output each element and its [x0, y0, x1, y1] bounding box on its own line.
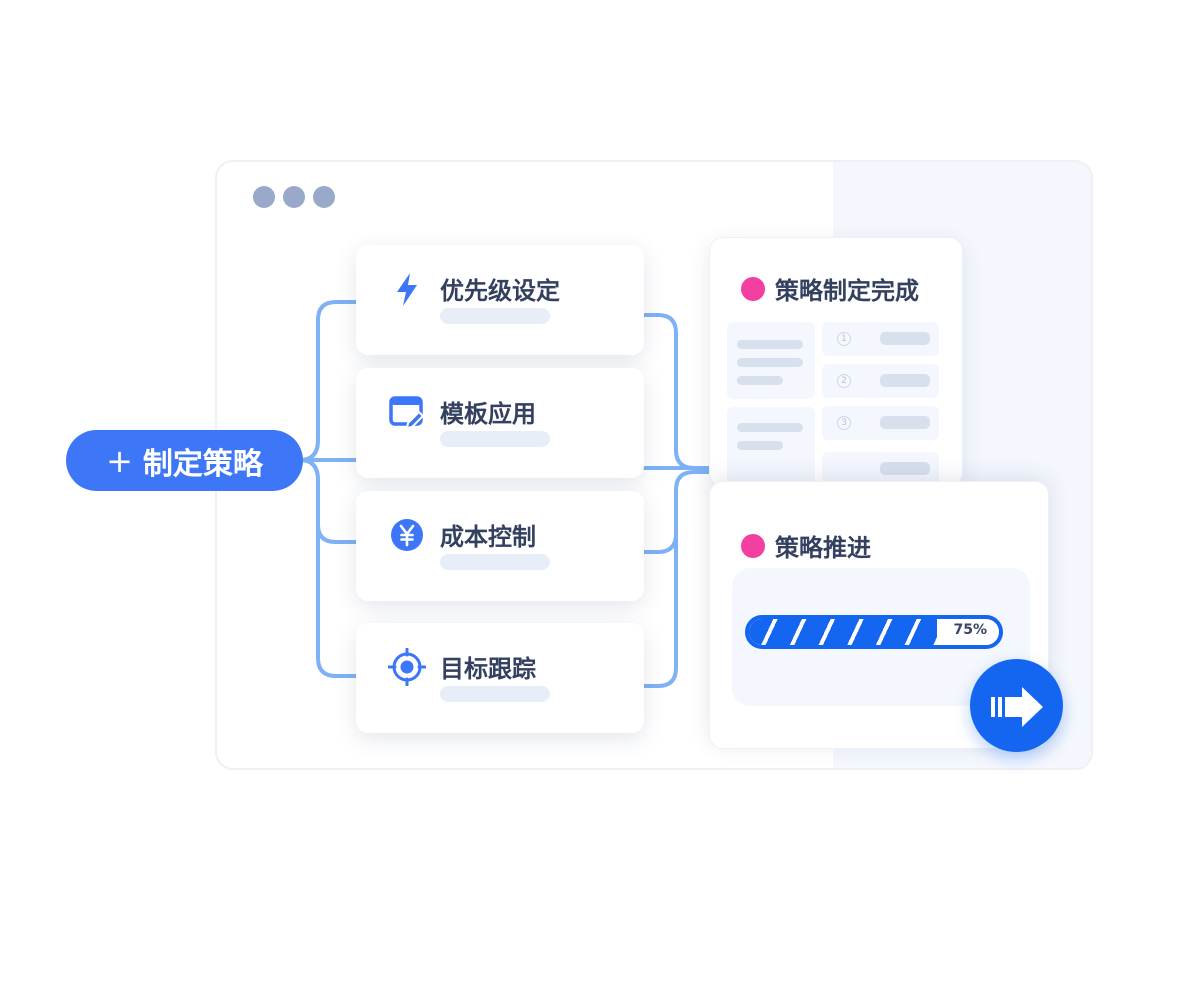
connector-left-lower	[298, 458, 364, 544]
connector-left-bottom	[316, 523, 364, 678]
create-strategy-label: 制定策略	[142, 446, 263, 482]
step-item: 3	[822, 406, 939, 440]
completed-panel-title: 策略制定完成	[775, 277, 919, 305]
placeholder-bar	[440, 431, 550, 447]
card-template-apply[interactable]: 模板应用	[356, 368, 644, 478]
connector-right-lower	[638, 470, 714, 554]
card-priority-setting[interactable]: 优先级设定	[356, 245, 644, 355]
progress-bar: 75%	[745, 615, 1003, 649]
connector-left-top	[298, 300, 364, 462]
window-controls	[253, 186, 335, 208]
status-dot-icon	[741, 533, 765, 558]
step-item: 2	[822, 364, 939, 398]
placeholder-bar	[440, 686, 550, 702]
outline-block	[727, 407, 815, 487]
window-dot-icon[interactable]	[253, 186, 275, 208]
step-number: 3	[837, 416, 851, 430]
completed-panel-header: 策略制定完成	[741, 271, 919, 306]
progress-label: 75%	[953, 622, 987, 638]
outline-block	[727, 322, 815, 399]
strategy-completed-panel: 策略制定完成 1 2 3	[709, 237, 963, 488]
step-number: 2	[837, 374, 851, 388]
plus-icon: +	[106, 441, 133, 480]
yen-coin-icon	[391, 519, 423, 551]
card-title: 优先级设定	[440, 277, 560, 305]
placeholder-bar	[440, 308, 550, 324]
card-cost-control[interactable]: 成本控制	[356, 491, 644, 601]
progress-bar-fill	[749, 619, 937, 645]
lightning-icon	[397, 273, 417, 306]
arrow-right-icon	[991, 687, 1043, 727]
connector-right-top	[638, 313, 714, 470]
status-dot-icon	[741, 276, 765, 301]
card-goal-tracking[interactable]: 目标跟踪	[356, 623, 644, 733]
create-strategy-button[interactable]: + 制定策略	[66, 430, 303, 491]
progress-panel-title: 策略推进	[775, 534, 871, 562]
step-item: 1	[822, 322, 939, 356]
window-dot-icon[interactable]	[283, 186, 305, 208]
card-title: 成本控制	[440, 523, 536, 551]
step-number: 1	[837, 332, 851, 346]
connector-right-bottom	[638, 532, 678, 688]
target-icon	[388, 648, 426, 686]
window-dot-icon[interactable]	[313, 186, 335, 208]
progress-container: 75%	[732, 568, 1030, 706]
placeholder-bar	[440, 554, 550, 570]
progress-panel-header: 策略推进	[741, 528, 871, 563]
next-arrow-button[interactable]	[970, 659, 1063, 752]
template-edit-icon	[389, 396, 425, 430]
card-title: 目标跟踪	[440, 655, 536, 683]
card-title: 模板应用	[440, 400, 536, 428]
